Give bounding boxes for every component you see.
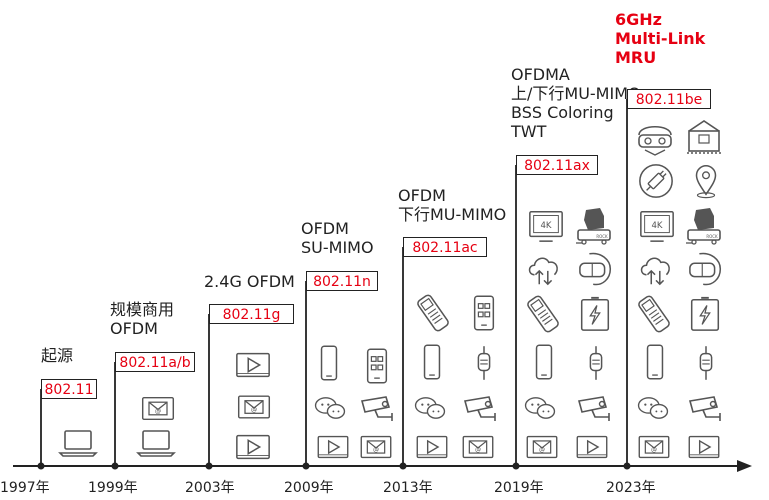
tv-4k-icon bbox=[529, 210, 563, 242]
year-label: 2013年 bbox=[383, 480, 433, 496]
feature-line: OFDM bbox=[398, 186, 446, 205]
email-icon bbox=[526, 435, 558, 459]
standard-badge: 802.11g bbox=[209, 304, 294, 324]
timeline-node bbox=[111, 462, 119, 470]
chat-icon bbox=[314, 397, 346, 419]
feature-line: TWT bbox=[511, 122, 547, 141]
delivery-robot-icon bbox=[575, 207, 611, 245]
feature-line: OFDMA bbox=[511, 65, 570, 84]
app-grid-icon bbox=[366, 348, 388, 384]
feature-line: 6GHz bbox=[615, 10, 662, 29]
timeline-node bbox=[302, 462, 310, 470]
delivery-robot-icon bbox=[685, 207, 721, 245]
year-label: 2003年 bbox=[185, 480, 235, 496]
feature-line: 2.4G OFDM bbox=[204, 272, 295, 291]
security-camera-icon bbox=[464, 396, 496, 422]
feature-line: OFDM bbox=[301, 219, 349, 238]
ar-glasses-icon bbox=[638, 125, 672, 156]
feature-line: 起源 bbox=[41, 346, 74, 365]
infusion-pump-icon bbox=[589, 345, 603, 381]
timeline-node bbox=[623, 462, 631, 470]
battery-charging-icon bbox=[580, 296, 610, 332]
timeline-node bbox=[512, 462, 520, 470]
standard-badge: 802.11 bbox=[41, 379, 97, 399]
tv-4k-icon bbox=[640, 210, 674, 242]
location-pin-icon bbox=[695, 165, 717, 199]
feature-line: Multi-Link bbox=[615, 29, 706, 48]
smart-factory-icon bbox=[686, 120, 722, 154]
email-icon bbox=[638, 435, 670, 459]
timeline-node bbox=[37, 462, 45, 470]
video-icon bbox=[317, 435, 349, 459]
chat-icon bbox=[637, 397, 669, 419]
video-icon bbox=[416, 435, 448, 459]
email-icon bbox=[360, 435, 392, 459]
smartphone-icon bbox=[535, 344, 553, 380]
cloud-transfer-icon bbox=[640, 257, 670, 285]
timeline-node bbox=[399, 462, 407, 470]
year-label: 2019年 bbox=[494, 480, 544, 496]
standard-badge: 802.11ac bbox=[403, 237, 487, 257]
smartphone-icon bbox=[320, 345, 338, 381]
email-icon bbox=[462, 435, 494, 459]
power-plug-icon bbox=[639, 164, 673, 198]
video-icon bbox=[236, 352, 270, 378]
year-label: 1997年 bbox=[0, 480, 50, 496]
timeline-lines bbox=[13, 99, 752, 472]
feature-line: OFDM bbox=[110, 319, 158, 338]
security-camera-icon bbox=[689, 396, 721, 422]
standard-badge: 802.11a/b bbox=[115, 352, 195, 372]
year-label: 2009年 bbox=[284, 480, 334, 496]
video-icon bbox=[688, 435, 720, 459]
generation-features: 起源 bbox=[41, 346, 73, 365]
feature-line: BSS Coloring bbox=[511, 103, 614, 122]
pos-terminal-icon bbox=[636, 295, 672, 333]
smartphone-icon bbox=[646, 344, 664, 380]
battery-charging-icon bbox=[690, 296, 720, 332]
laptop-icon bbox=[137, 430, 175, 457]
vr-headset-icon bbox=[689, 252, 722, 286]
timeline-node bbox=[205, 462, 213, 470]
cloud-transfer-icon bbox=[528, 257, 558, 285]
email-icon bbox=[141, 396, 175, 421]
infusion-pump-icon bbox=[699, 345, 713, 381]
video-icon bbox=[236, 434, 270, 460]
device-icons bbox=[59, 120, 722, 460]
laptop-icon bbox=[59, 430, 97, 457]
feature-line: 规模商用 bbox=[110, 300, 175, 319]
standard-badge: 802.11ax bbox=[516, 155, 598, 175]
chat-icon bbox=[524, 397, 556, 419]
year-label: 1999年 bbox=[88, 480, 138, 496]
feature-line: 上/下行MU-MIMO bbox=[511, 84, 641, 103]
video-icon bbox=[576, 435, 608, 459]
year-label: 2023年 bbox=[606, 480, 656, 496]
app-grid-icon bbox=[473, 295, 495, 331]
feature-line: SU-MIMO bbox=[301, 238, 374, 257]
vr-headset-icon bbox=[579, 252, 612, 286]
smartphone-icon bbox=[423, 344, 441, 380]
infusion-pump-icon bbox=[477, 345, 491, 381]
timeline-arrow bbox=[737, 460, 752, 472]
generation-features: 2.4G OFDM bbox=[204, 272, 295, 291]
security-camera-icon bbox=[578, 396, 610, 422]
feature-line: MRU bbox=[615, 48, 657, 67]
pos-terminal-icon bbox=[525, 295, 561, 333]
standard-badge: 802.11be bbox=[627, 89, 711, 109]
standard-badge: 802.11n bbox=[306, 271, 378, 291]
feature-line: 下行MU-MIMO bbox=[398, 205, 507, 224]
email-icon bbox=[237, 395, 271, 419]
security-camera-icon bbox=[361, 396, 393, 422]
pos-terminal-icon bbox=[415, 294, 451, 332]
chat-icon bbox=[414, 397, 446, 419]
